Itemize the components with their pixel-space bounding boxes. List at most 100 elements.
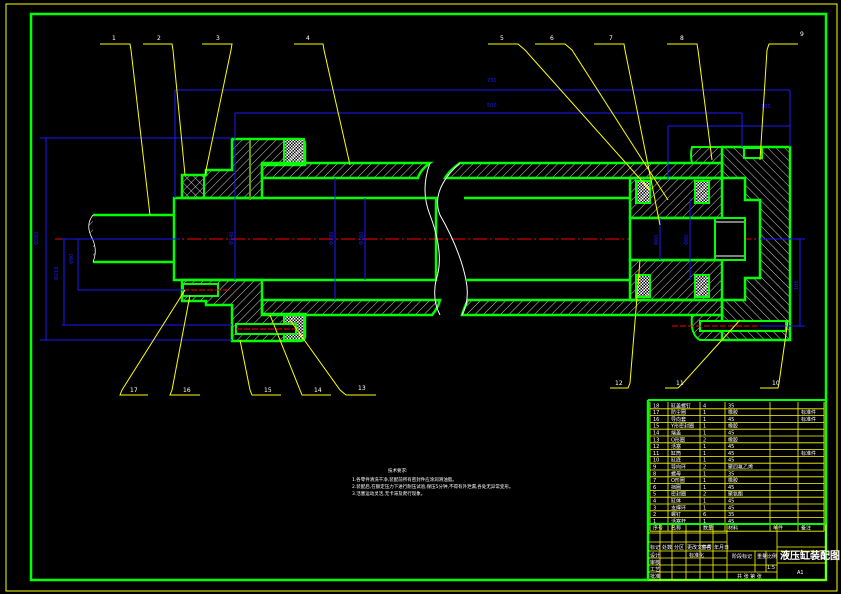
bom-cell: 数量 (703, 525, 713, 532)
dim-end-cap: 105 (761, 104, 771, 110)
part-label: 10 (772, 380, 780, 387)
leaders-bottom (119, 259, 789, 396)
bom-cell: 端盖 (671, 430, 681, 437)
scale-value: 1:5 (767, 565, 775, 571)
bom-cell: 1 (703, 410, 706, 416)
bom-cell: Y形密封圈 (670, 423, 694, 430)
bom-cell: 45 (728, 485, 734, 491)
check-label: 审核 (650, 559, 660, 566)
part-label: 5 (500, 35, 504, 42)
dim-piston-rod: Φ60 (654, 235, 660, 245)
tech-req-heading: 技术要求: (388, 467, 408, 474)
bom-cell: 35 (728, 471, 734, 477)
bom-cell: 1 (703, 478, 706, 484)
bom-cell: 防尘圈 (671, 409, 686, 416)
bom-cell: 密封圈 (671, 491, 686, 498)
part-labels-bottom: 17 16 15 14 13 12 11 10 (130, 380, 780, 394)
bom-cell: 2 (653, 512, 656, 518)
bom-cell: 缸盖螺钉 (671, 402, 691, 409)
bom-cell: 45 (728, 505, 734, 511)
bom-cell: 1 (653, 519, 656, 525)
dimension-lines (40, 89, 805, 341)
sign-doc: 更改文件号 (687, 544, 712, 551)
bom-cell: 材料 (728, 525, 738, 532)
bom-cell: 45 (728, 417, 734, 423)
bom-cell: 15 (653, 424, 659, 430)
part-label: 11 (676, 380, 684, 387)
scale-label: 比例 (767, 553, 777, 560)
bom-cell: 1 (703, 505, 706, 511)
bom-cell: 35 (728, 403, 734, 409)
bom-cell: 45 (728, 431, 734, 437)
bom-cell: O形圈 (671, 477, 685, 484)
dim-rod-d1: Φ140 (229, 232, 235, 245)
bom-cell: 螺母 (671, 470, 681, 477)
end-cap (672, 145, 792, 342)
bom-cell: 序号 (653, 525, 663, 532)
bom-cell: 备注 (801, 525, 811, 532)
part-label: 16 (183, 387, 191, 394)
dim-bore-d: Φ180 (329, 232, 335, 245)
bom-cell: 单件 (773, 525, 783, 532)
bom-cell: 3 (653, 505, 656, 511)
bom-cell: 45 (728, 451, 734, 457)
part-label: 9 (800, 31, 804, 38)
bom-cell: 橡胶 (728, 436, 738, 443)
part-label: 6 (550, 35, 554, 42)
std-label: 标准化 (689, 552, 704, 559)
part-label: 4 (306, 35, 310, 42)
bom-cell: 橡胶 (728, 409, 738, 416)
bom-cell: 缸体 (671, 498, 681, 505)
weight-label: 重量 (757, 553, 767, 560)
part-label: 2 (157, 35, 161, 42)
outer-border (5, 3, 838, 592)
bom-cell: 7 (653, 478, 656, 484)
bom-cell: 11 (653, 451, 659, 457)
bom-cell: 6 (703, 512, 706, 518)
drawing-title: 液压缸装配图 (780, 549, 840, 562)
bom-cell: 支撑环 (671, 504, 686, 511)
part-labels-top: 1 2 3 4 5 6 7 8 9 (112, 31, 804, 42)
dim-left-mid: Φ210 (54, 267, 60, 280)
bom-cell: 2 (703, 437, 706, 443)
bom-cell: 2 (703, 492, 706, 498)
bom-cell: 35 (728, 512, 734, 518)
part-label: 14 (314, 387, 322, 394)
bom-cell: 13 (653, 437, 659, 443)
bom-cell: 1 (703, 424, 706, 430)
bom-cell: 1 (703, 499, 706, 505)
bom-cell: 聚氨酯 (728, 491, 743, 498)
bom-cell: 4 (703, 403, 706, 409)
drawing-code: A1 (797, 570, 804, 576)
bom-cell: 橡胶 (728, 423, 738, 430)
bom-cell: 8 (653, 471, 656, 477)
dim-piston-rod2: Φ80 (684, 235, 690, 245)
dim-bore-d2: Φ160 (359, 232, 365, 245)
sign-zone: 分区 (674, 544, 684, 551)
bom-cell: 1 (703, 485, 706, 491)
bom-cell: 1 (703, 444, 706, 450)
bom-cell: 1 (703, 431, 706, 437)
bom-cell: 1 (703, 417, 706, 423)
part-label: 15 (264, 387, 272, 394)
bom-cell: O形圈 (671, 436, 685, 443)
technical-requirements: 技术要求: 1.各零件清洗干净,装配前所有密封件应涂润滑油脂。 2.装配后,在额… (352, 467, 513, 497)
bom-cell: 45 (728, 519, 734, 525)
bom-cell: 名称 (671, 525, 681, 532)
bom-cell: 缸筒 (671, 450, 681, 457)
leaders-top (100, 43, 798, 226)
bom-cell: 缸底 (671, 457, 681, 464)
bom-cell: 10 (653, 458, 659, 464)
